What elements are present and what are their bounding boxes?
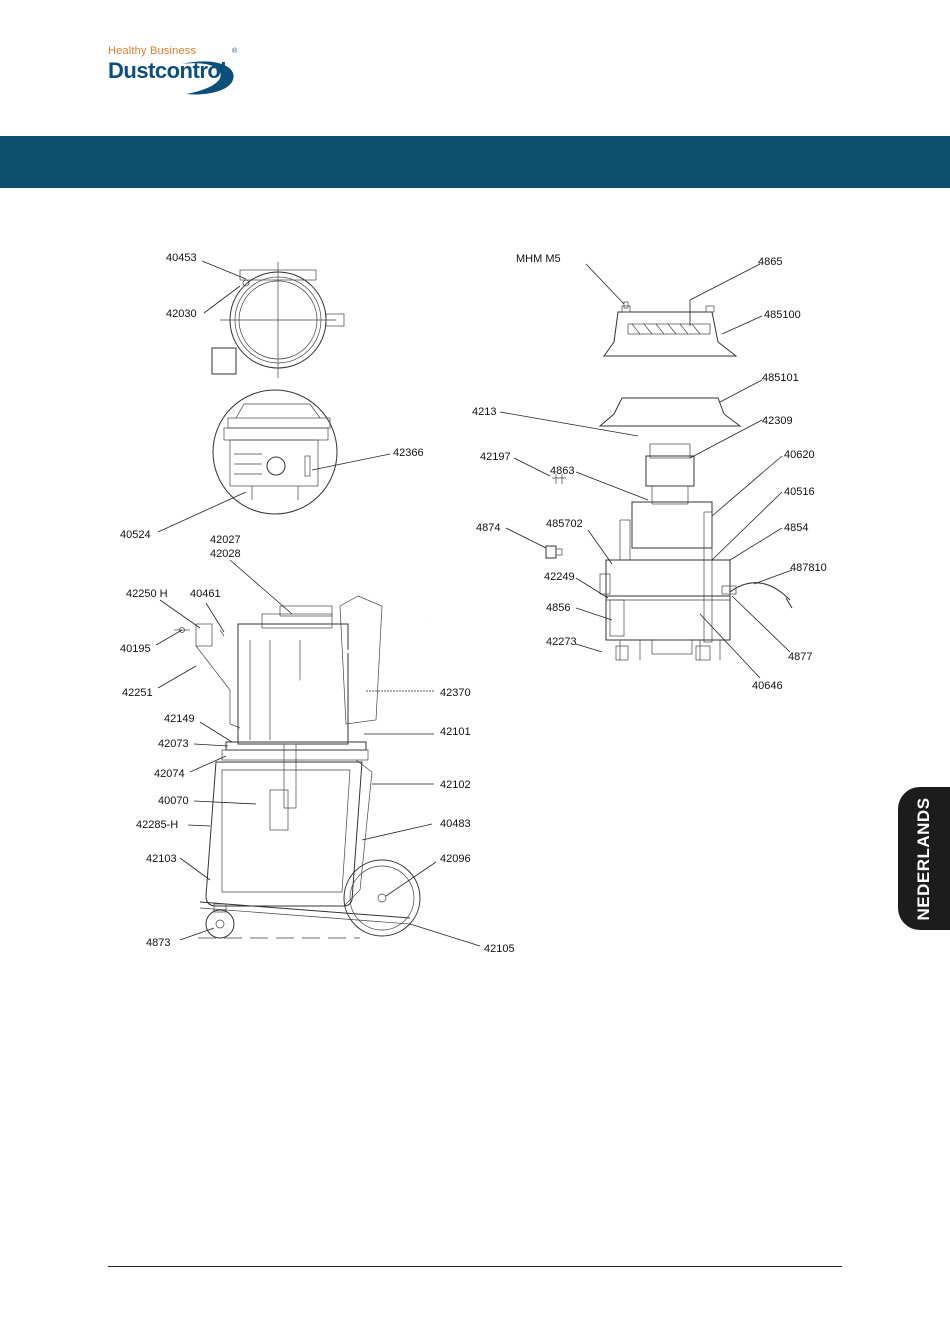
part-label-40070: 40070 xyxy=(158,795,189,807)
part-label-4856: 4856 xyxy=(546,602,570,614)
part-label-42030: 42030 xyxy=(166,308,197,320)
part-label-40646: 40646 xyxy=(752,680,783,692)
part-label-42197: 42197 xyxy=(480,451,511,463)
footer-divider xyxy=(108,1266,842,1267)
part-label-mhm-m5: MHM M5 xyxy=(516,253,561,265)
part-label-42027: 42027 xyxy=(210,534,241,546)
part-label-4854: 4854 xyxy=(784,522,808,534)
part-label-40620: 40620 xyxy=(784,449,815,461)
part-label-40195: 40195 xyxy=(120,643,151,655)
filter-detail-drawing xyxy=(213,390,337,514)
part-label-4865: 4865 xyxy=(758,256,782,268)
top-view-drawing xyxy=(212,262,344,378)
part-label-40516: 40516 xyxy=(784,486,815,498)
part-label-40461: 40461 xyxy=(190,588,221,600)
part-label-485101: 485101 xyxy=(762,372,799,384)
part-label-4874: 4874 xyxy=(476,522,500,534)
part-label-42250h: 42250 H xyxy=(126,588,168,600)
part-label-42105: 42105 xyxy=(484,943,515,955)
part-label-40524: 40524 xyxy=(120,529,151,541)
part-label-485100: 485100 xyxy=(764,309,801,321)
part-label-42309: 42309 xyxy=(762,415,793,427)
part-label-42103: 42103 xyxy=(146,853,177,865)
part-label-42101: 42101 xyxy=(440,726,471,738)
part-label-42366: 42366 xyxy=(393,447,424,459)
part-label-40483: 40483 xyxy=(440,818,471,830)
part-label-42074: 42074 xyxy=(154,768,185,780)
part-label-42251: 42251 xyxy=(122,687,153,699)
part-label-42273: 42273 xyxy=(546,636,577,648)
part-label-42249: 42249 xyxy=(544,571,575,583)
language-side-tab-label: NEDERLANDS xyxy=(914,797,934,920)
leader-lines xyxy=(156,261,792,946)
part-label-42028: 42028 xyxy=(210,548,241,560)
part-label-4863: 4863 xyxy=(550,465,574,477)
part-label-42285h: 42285-H xyxy=(136,819,178,831)
part-label-4213: 4213 xyxy=(472,406,496,418)
part-label-485702: 485702 xyxy=(546,518,583,530)
part-label-4873: 4873 xyxy=(146,937,170,949)
language-side-tab: NEDERLANDS xyxy=(898,787,950,930)
part-label-42149: 42149 xyxy=(164,713,195,725)
part-label-487810: 487810 xyxy=(790,562,827,574)
part-label-42370: 42370 xyxy=(440,687,471,699)
part-label-42102: 42102 xyxy=(440,779,471,791)
part-number-labels: 40453 42030 42366 40524 42027 42028 4225… xyxy=(120,252,827,955)
part-label-42096: 42096 xyxy=(440,853,471,865)
part-label-42073: 42073 xyxy=(158,738,189,750)
part-label-4877: 4877 xyxy=(788,651,812,663)
cart-unit-drawing xyxy=(174,596,428,938)
part-label-40453: 40453 xyxy=(166,252,197,264)
exploded-filter-unit-drawing xyxy=(546,302,792,660)
